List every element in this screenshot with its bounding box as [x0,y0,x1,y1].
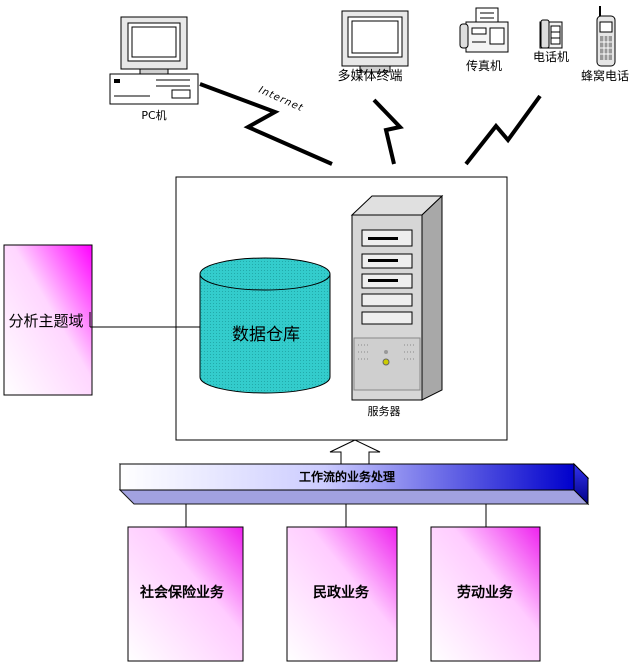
fax-label: 传真机 [466,58,502,73]
data-warehouse-cylinder [199,257,331,394]
phone-label: 电话机 [533,50,569,64]
business-box-social-insurance [127,526,244,662]
multimedia-link-bolt [372,98,404,165]
phone-link-bolt [464,94,542,166]
business-box-civil-affairs [286,526,398,662]
multimedia-terminal-icon [341,10,409,73]
workflow-bar [118,462,590,506]
pc-label: PC机 [141,108,166,122]
server-label: 服务器 [368,405,401,418]
fax-icon [459,7,509,53]
analysis-subject-label: 分析主题域 [8,312,83,330]
business-box-labor [430,526,541,662]
multimedia-terminal-label: 多媒体终端 [337,68,402,84]
business-label-civil-affairs: 民政业务 [313,584,370,601]
business-label-social-insurance: 社会保险业务 [139,584,225,601]
data-warehouse-label: 数据仓库 [232,325,300,345]
business-label-labor: 劳动业务 [457,584,514,601]
workflow-label: 工作流的业务处理 [299,469,395,484]
upload-arrow [329,439,381,465]
internet-link-bolt [199,82,333,166]
cellphone-icon [596,6,616,67]
phone-icon [539,19,563,49]
server-icon [350,194,444,401]
cellphone-label: 蜂窝电话 [581,68,629,83]
pc-icon [109,16,199,105]
analysis-subject-box [3,244,93,396]
